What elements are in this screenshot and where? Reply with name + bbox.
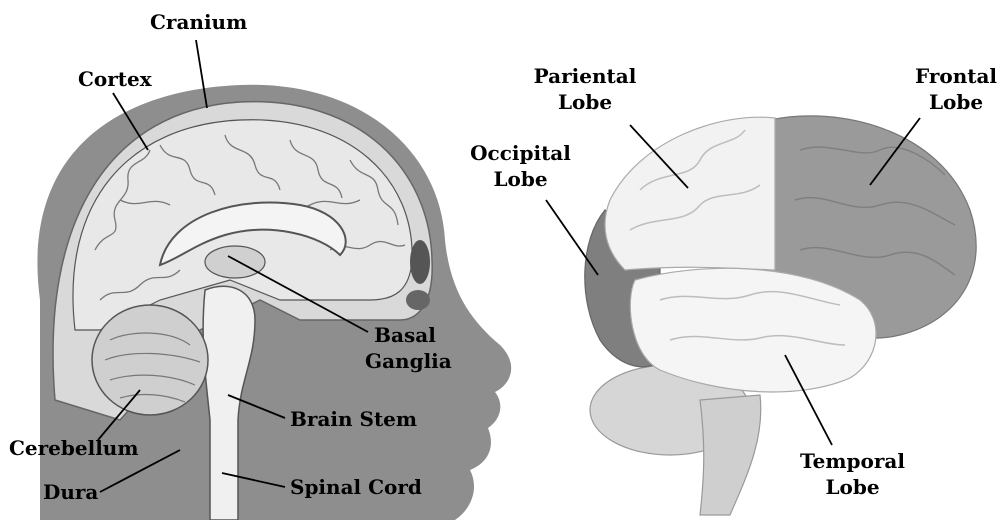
label-parietal-line2: Lobe: [530, 89, 640, 115]
label-dura: Dura: [43, 479, 98, 505]
label-basal-line2: Ganglia: [365, 348, 445, 374]
label-temporal-line2: Lobe: [790, 474, 915, 500]
label-spinal-cord: Spinal Cord: [290, 474, 422, 500]
label-cranium: Cranium: [150, 9, 247, 35]
parietal-lobe-shape: [605, 117, 775, 270]
label-occipital-lobe: Occipital Lobe: [458, 140, 583, 192]
label-occipital-line1: Occipital: [458, 140, 583, 166]
cerebellum-shape: [92, 305, 208, 415]
label-parietal-lobe: Pariental Lobe: [530, 63, 640, 115]
label-temporal-line1: Temporal: [790, 448, 915, 474]
label-occipital-line2: Lobe: [458, 166, 583, 192]
label-temporal-lobe: Temporal Lobe: [790, 448, 915, 500]
label-basal-line1: Basal: [365, 322, 445, 348]
lateral-brain: [585, 116, 976, 515]
label-cerebellum: Cerebellum: [9, 435, 139, 461]
label-cortex: Cortex: [78, 66, 152, 92]
sinus-cavity-lower: [406, 290, 430, 310]
label-brain-stem: Brain Stem: [290, 406, 417, 432]
lateral-brain-stem: [700, 395, 761, 515]
label-frontal-lobe: Frontal Lobe: [910, 63, 1002, 115]
label-basal-ganglia: Basal Ganglia: [365, 322, 445, 374]
label-frontal-line2: Lobe: [910, 89, 1002, 115]
sinus-cavity: [410, 240, 430, 284]
label-parietal-line1: Pariental: [530, 63, 640, 89]
thalamus: [205, 246, 265, 278]
label-frontal-line1: Frontal: [910, 63, 1002, 89]
